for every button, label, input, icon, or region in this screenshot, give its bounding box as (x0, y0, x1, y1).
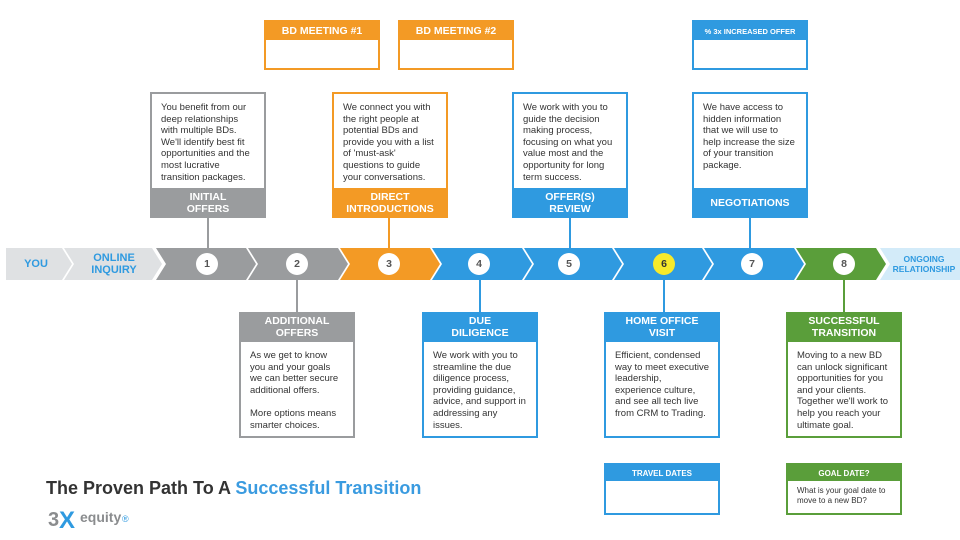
step-number-6: 6 (653, 253, 675, 275)
successful-transition-card: Moving to a new BD can unlock significan… (786, 340, 902, 438)
page-title-highlight: Successful Transition (235, 478, 422, 498)
due-diligence-connector (479, 278, 481, 312)
home-office-connector (663, 278, 665, 312)
home-office-title: HOME OFFICE VISIT (604, 312, 720, 342)
offers-review-text: We work with you to guide the decision m… (523, 102, 613, 183)
goal-date-question: What is your goal date to move to a new … (797, 486, 886, 505)
step-number-8: 8 (833, 253, 855, 275)
goal-date-box: GOAL DATE? What is your goal date to mov… (786, 463, 902, 515)
initial-offers-title: INITIAL OFFERS (150, 188, 266, 218)
logo-wordmark: equity (80, 509, 122, 525)
home-office-card: Efficient, condensed way to meet executi… (604, 340, 720, 438)
direct-introductions-text: We connect you with the right people at … (343, 102, 434, 183)
ongoing-relationship-chevron (880, 248, 960, 280)
successful-transition-title: SUCCESSFUL TRANSITION (786, 312, 902, 342)
bd-meeting-1-box: BD MEETING #1 (264, 20, 380, 70)
step-number-4: 4 (468, 253, 490, 275)
successful-transition-text: Moving to a new BD can unlock significan… (797, 350, 889, 431)
due-diligence-text: We work with you to streamline the due d… (433, 350, 526, 431)
step-number-3: 3 (378, 253, 400, 275)
company-logo: 3 X equity ® (48, 506, 158, 532)
you-chevron (6, 248, 72, 280)
bd-meeting-1-label: BD MEETING #1 (266, 22, 378, 40)
registered-mark-icon: ® (122, 514, 129, 524)
direct-introductions-connector (388, 218, 390, 248)
svg-text:3: 3 (48, 509, 59, 531)
due-diligence-card: We work with you to streamline the due d… (422, 340, 538, 438)
additional-offers-card: As we get to know you and your goals we … (239, 340, 355, 438)
you-label: YOU (24, 258, 48, 270)
travel-dates-label: TRAVEL DATES (606, 465, 718, 481)
direct-introductions-title: DIRECT INTRODUCTIONS (332, 188, 448, 218)
online-inquiry-chevron (64, 248, 162, 280)
online-inquiry-label: ONLINE INQUIRY (91, 252, 137, 276)
offers-review-connector (569, 218, 571, 248)
additional-offers-text: As we get to know you and your goals we … (250, 350, 339, 431)
page-title: The Proven Path To A Successful Transiti… (46, 478, 421, 499)
svg-text:X: X (59, 507, 75, 531)
bd-meeting-2-label: BD MEETING #2 (400, 22, 512, 40)
increased-offer-box: % 3x INCREASED OFFER (692, 20, 808, 70)
step-number-2: 2 (286, 253, 308, 275)
initial-offers-text: You benefit from our deep relationships … (161, 102, 250, 183)
initial-offers-connector (207, 218, 209, 248)
bd-meeting-2-box: BD MEETING #2 (398, 20, 514, 70)
negotiations-text: We have access to hidden information tha… (703, 102, 795, 171)
step-number-7: 7 (741, 253, 763, 275)
successful-transition-connector (843, 278, 845, 312)
home-office-text: Efficient, condensed way to meet executi… (615, 350, 709, 419)
ongoing-relationship-label: ONGOING RELATIONSHIP (892, 254, 956, 274)
offers-review-title: OFFER(S) REVIEW (512, 188, 628, 218)
increased-offer-label: % 3x INCREASED OFFER (694, 22, 806, 40)
additional-offers-connector (296, 278, 298, 312)
goal-date-label: GOAL DATE? (788, 465, 900, 481)
travel-dates-box: TRAVEL DATES (604, 463, 720, 515)
step-number-1: 1 (196, 253, 218, 275)
negotiations-connector (749, 218, 751, 248)
additional-offers-title: ADDITIONAL OFFERS (239, 312, 355, 342)
negotiations-title: NEGOTIATIONS (692, 188, 808, 218)
step-number-5: 5 (558, 253, 580, 275)
logo-3x-mark: 3 X (48, 507, 75, 531)
due-diligence-title: DUE DILIGENCE (422, 312, 538, 342)
page-title-prefix: The Proven Path To A (46, 478, 236, 498)
